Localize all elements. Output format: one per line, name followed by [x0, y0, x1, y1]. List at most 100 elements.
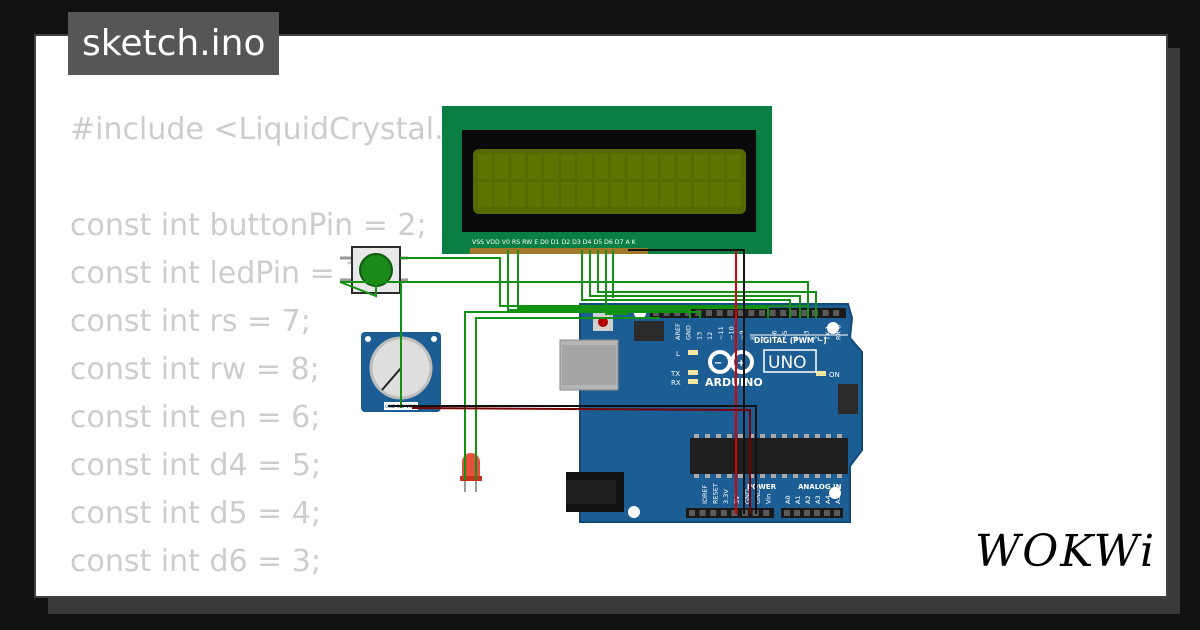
- digital-pin-label: 12: [706, 332, 714, 340]
- header-hole: [784, 510, 790, 516]
- wire-lcd-d6[interactable]: [597, 250, 817, 318]
- lcd-char-cell: [594, 182, 609, 207]
- digital-pin-label: 13: [695, 332, 703, 340]
- digital-header: [650, 308, 846, 318]
- lcd-char-cell: [660, 154, 675, 179]
- header-hole: [727, 310, 734, 316]
- chip-pin: [694, 474, 699, 478]
- led-rx-label: RX: [671, 379, 681, 387]
- chip-pin: [793, 474, 798, 478]
- analog-label: ANALOG IN: [798, 483, 842, 491]
- chip-pin: [760, 434, 765, 438]
- chip-pin: [826, 474, 831, 478]
- lcd-char-cell: [594, 154, 609, 179]
- wokwi-logo: WOKWi: [975, 526, 1157, 577]
- digital-pin-label: GND: [685, 325, 693, 340]
- chip-pin: [738, 434, 743, 438]
- power-label: POWER: [747, 483, 777, 491]
- potentiometer-knob[interactable]: [381, 367, 402, 391]
- led[interactable]: [460, 453, 482, 492]
- digital-pin-label: AREF: [674, 323, 682, 340]
- analog-pin-label: A0: [784, 495, 792, 504]
- chip-pin: [705, 434, 710, 438]
- header-hole: [814, 510, 820, 516]
- header-hole: [710, 510, 717, 516]
- led-rx: [688, 379, 698, 384]
- analog-pin-label: A5: [834, 495, 842, 504]
- wire-gnd-pot-2[interactable]: [411, 407, 751, 514]
- arduino-uno-board[interactable]: DIGITAL (PWM ~) L TX RX ON − + ARDUINO U…: [559, 303, 863, 523]
- wire-button-to-pin2[interactable]: [339, 281, 809, 318]
- digital-pin-label: ~10: [728, 326, 736, 340]
- chip-pin: [815, 434, 820, 438]
- icsp-header: [634, 321, 858, 414]
- lcd-char-cell: [494, 154, 509, 179]
- wire-lcd-d7[interactable]: [605, 250, 628, 315]
- header-hole: [790, 310, 797, 316]
- wire-gnd-pot[interactable]: [388, 405, 757, 514]
- chip-pin: [727, 434, 732, 438]
- wire-led-cathode[interactable]: [475, 317, 660, 480]
- header-hole: [706, 310, 712, 316]
- analog-header: [781, 508, 843, 518]
- header-hole: [801, 310, 808, 316]
- chip-pin: [815, 474, 820, 478]
- wire-lcd-d5[interactable]: [589, 250, 801, 318]
- lcd-char-cell: [561, 182, 575, 207]
- wire-lcd-d4[interactable]: [581, 250, 791, 318]
- digital-pin-label: 4: [792, 336, 800, 340]
- lcd-char-cell: [644, 182, 658, 207]
- arduino-brand: ARDUINO: [705, 376, 763, 389]
- lcd-char-cell: [478, 182, 492, 207]
- wire-led-anode[interactable]: [464, 311, 701, 480]
- atmega-chip: [690, 438, 848, 474]
- lcd-char-cell: [511, 154, 526, 179]
- header-hole: [769, 310, 776, 316]
- chip-pin: [716, 434, 721, 438]
- wire-lcd-rs[interactable]: [507, 250, 691, 318]
- lcd-char-cell: [677, 154, 692, 179]
- filename-tab[interactable]: sketch.ino: [68, 12, 280, 75]
- header-hole: [748, 310, 755, 316]
- lcd-char-cell: [544, 154, 559, 179]
- digital-pin-label: ~3: [802, 330, 810, 340]
- chip-pin: [749, 434, 754, 438]
- chip-pin: [793, 434, 798, 438]
- power-pin-label: GND: [754, 489, 762, 504]
- wire-lcd-e[interactable]: [517, 250, 769, 318]
- chip-pin: [694, 434, 699, 438]
- lcd-char-cell: [527, 154, 542, 179]
- lcd-pin-header: [470, 248, 648, 254]
- digital-pin-label: 8: [749, 336, 757, 340]
- wire-button-signal[interactable]: [400, 257, 808, 307]
- lcd-char-cell: [727, 154, 741, 179]
- mounting-hole: [829, 487, 841, 499]
- arduino-logo-icon: [708, 350, 754, 374]
- analog-pin-label: A2: [804, 495, 812, 504]
- digital-pin-label: ~11: [717, 326, 725, 340]
- chip-pin: [738, 474, 743, 478]
- chip-pin: [837, 474, 842, 478]
- digital-pin-label: ~5: [781, 330, 789, 340]
- uno-badge: [763, 349, 817, 373]
- lcd-char-cell: [527, 182, 542, 207]
- digital-pin-label: 7: [760, 336, 768, 340]
- lcd-char-cell: [511, 182, 526, 207]
- chip-pin: [771, 474, 776, 478]
- power-header: [686, 508, 774, 518]
- power-pin-label: 3.3V: [722, 489, 730, 504]
- lcd-char-cell: [577, 154, 592, 179]
- wire-gnd-lcd[interactable]: [628, 249, 745, 514]
- header-hole: [689, 510, 695, 516]
- header-hole: [737, 310, 744, 316]
- wires: [339, 249, 817, 514]
- lcd-char-cell: [610, 154, 625, 179]
- header-hole: [731, 510, 738, 516]
- header-hole: [833, 310, 840, 316]
- lcd-char-cell: [478, 154, 492, 179]
- lcd-char-cell: [644, 154, 658, 179]
- plus-sign: +: [737, 358, 745, 369]
- lcd-display[interactable]: VSS VDD V0 RS RW E D0 D1 D2 D3 D4 D5 D6 …: [442, 106, 772, 254]
- header-hole: [699, 510, 706, 516]
- lcd-char-cell: [660, 182, 675, 207]
